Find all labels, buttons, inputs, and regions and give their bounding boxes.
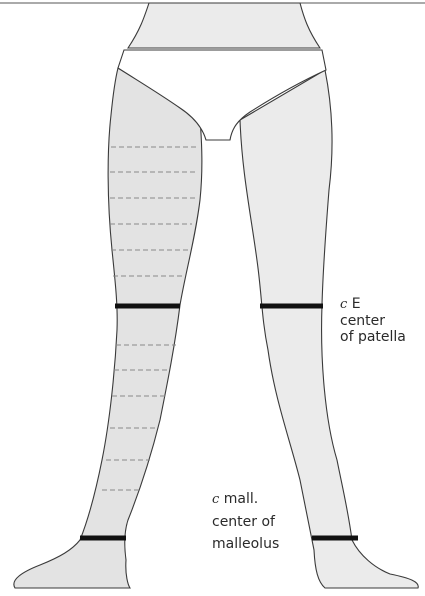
torso bbox=[128, 3, 320, 48]
patella-line2: of patella bbox=[340, 329, 406, 345]
malleolus-label: c mall. center of malleolus bbox=[212, 488, 279, 555]
patella-label: c E center of patella bbox=[340, 296, 406, 345]
malleolus-mark: c bbox=[212, 492, 219, 507]
patella-mark: c bbox=[340, 297, 347, 312]
malleolus-line2: malleolus bbox=[212, 533, 279, 555]
left-leg bbox=[14, 68, 202, 588]
patella-code: E bbox=[352, 296, 361, 312]
malleolus-line1: center of bbox=[212, 511, 279, 533]
patella-code-line: c E bbox=[340, 296, 406, 313]
malleolus-code: mall. bbox=[224, 491, 258, 507]
malleolus-code-line: c mall. bbox=[212, 488, 279, 511]
patella-line1: center bbox=[340, 313, 406, 329]
